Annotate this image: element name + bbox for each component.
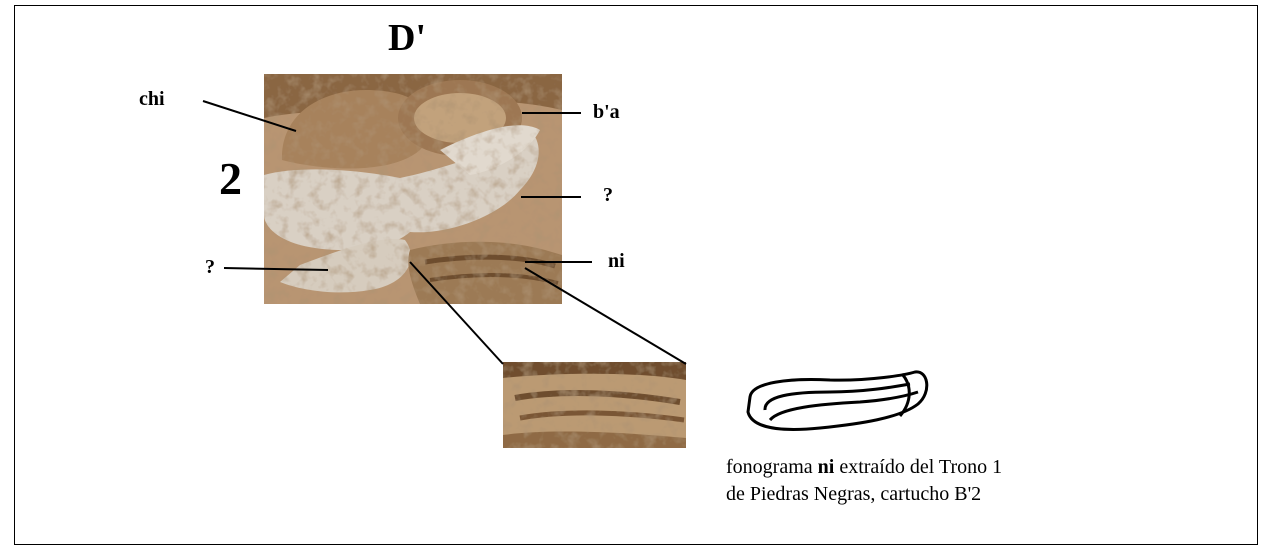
glyph-block-title: D' [388, 16, 426, 60]
caption-line-1: fonograma ni extraído del Trono 1 [726, 454, 1002, 481]
label-ba: b'a [593, 101, 620, 124]
label-chi: chi [139, 88, 165, 111]
caption: fonograma ni extraído del Trono 1 de Pie… [726, 454, 1002, 508]
zoom-line-right [525, 268, 686, 364]
caption-line-1-pre: fonograma [726, 456, 818, 478]
label-ni: ni [608, 250, 625, 273]
ni-glyph-drawing [748, 372, 927, 430]
label-unknown-left: ? [205, 256, 215, 279]
inset-photo [503, 362, 686, 448]
glyph-block-number: 2 [219, 152, 242, 205]
label-unknown-right: ? [603, 184, 613, 207]
caption-line-1-post: extraído del Trono 1 [834, 456, 1002, 478]
caption-ni-bold: ni [818, 456, 835, 478]
figure-graphics [0, 0, 1267, 525]
caption-line-2: de Piedras Negras, cartucho B'2 [726, 481, 1002, 508]
